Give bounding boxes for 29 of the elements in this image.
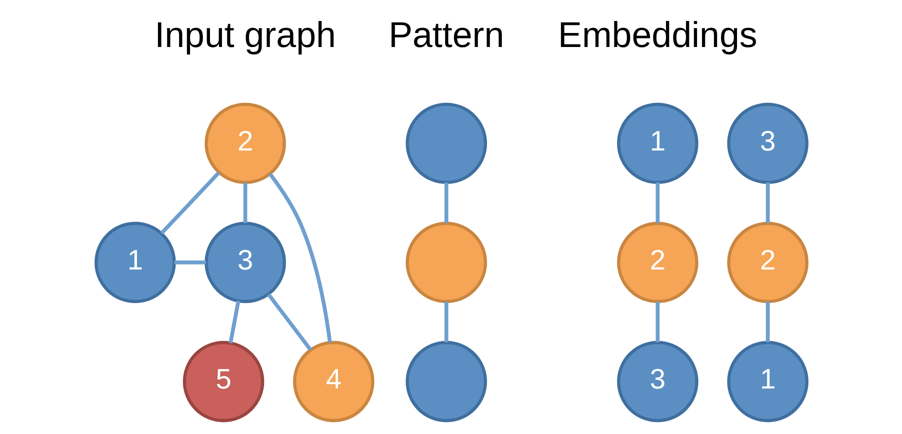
connector — [266, 293, 312, 352]
node-circle: 2 — [726, 222, 808, 304]
connector — [228, 300, 240, 344]
node-circle: 2 — [204, 102, 286, 184]
node-circle — [405, 102, 487, 184]
label: Embeddings — [558, 15, 757, 56]
connector — [268, 172, 332, 343]
node-circle: 3 — [726, 102, 808, 184]
label: Pattern — [388, 15, 504, 56]
node-circle: 2 — [616, 222, 698, 304]
node-circle: 1 — [94, 222, 176, 304]
node-circle — [405, 222, 487, 304]
node-circle: 1 — [616, 102, 698, 184]
connector — [444, 302, 448, 342]
label: Input graph — [154, 15, 336, 56]
connector — [174, 260, 206, 264]
connector — [444, 182, 448, 224]
node-circle — [405, 340, 487, 422]
connector — [765, 182, 770, 224]
connector — [765, 302, 770, 342]
node-circle: 3 — [616, 340, 698, 422]
connector — [655, 182, 660, 224]
node-circle: 4 — [292, 340, 374, 422]
node-circle: 5 — [182, 340, 264, 422]
connector — [655, 302, 660, 342]
connector — [160, 172, 220, 235]
connector — [242, 182, 247, 224]
node-circle: 1 — [726, 340, 808, 422]
node-circle: 3 — [204, 222, 286, 304]
